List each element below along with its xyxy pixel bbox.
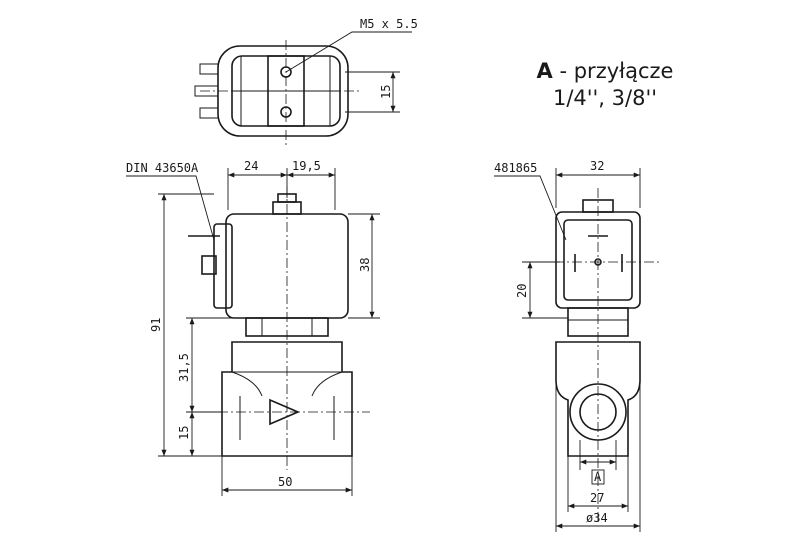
pin-icon <box>194 85 219 97</box>
screw-label: M5 x 5.5 <box>360 17 418 31</box>
top-dim-15: 15 <box>379 85 393 99</box>
pin-icon <box>199 107 219 119</box>
top-view: M5 x 5.5 15 <box>194 17 418 145</box>
dim-32: 32 <box>590 159 604 173</box>
port-legend: A - przyłącze 1/4'', 3/8'' <box>500 58 710 112</box>
flow-arrow-icon <box>269 398 301 426</box>
dim-31-5: 31,5 <box>177 353 191 382</box>
dim-15-port: 15 <box>177 426 191 440</box>
connector-body <box>213 223 233 309</box>
dim-91: 91 <box>149 318 163 332</box>
port-marker: A <box>594 470 602 484</box>
dim-20: 20 <box>515 284 529 298</box>
port-outer-circle <box>569 383 627 441</box>
dim-19-5: 19,5 <box>292 159 321 173</box>
port-marker-box <box>591 469 605 485</box>
side-view: 24 19,5 DIN 43650A 38 <box>126 159 380 496</box>
port-letter: A <box>536 59 553 83</box>
dim-24: 24 <box>244 159 258 173</box>
pin-icon <box>199 63 219 75</box>
dim-50: 50 <box>278 475 292 489</box>
front-armature-nut <box>567 307 629 337</box>
front-view: 32 481865 20 A 27 <box>494 159 660 532</box>
dim-o34: ø34 <box>586 511 608 525</box>
din-label: DIN 43650A <box>126 161 199 175</box>
connector-code-label: 481865 <box>494 161 537 175</box>
top-nut-cap <box>277 193 297 203</box>
connector-pin-icon <box>201 255 217 275</box>
port-text: - przyłącze <box>552 59 674 83</box>
port-inner-circle <box>579 393 617 431</box>
armature-nut <box>245 317 329 337</box>
port-sizes: 1/4'', 3/8'' <box>552 86 658 110</box>
dim-27: 27 <box>590 491 604 505</box>
dim-38: 38 <box>358 258 372 272</box>
